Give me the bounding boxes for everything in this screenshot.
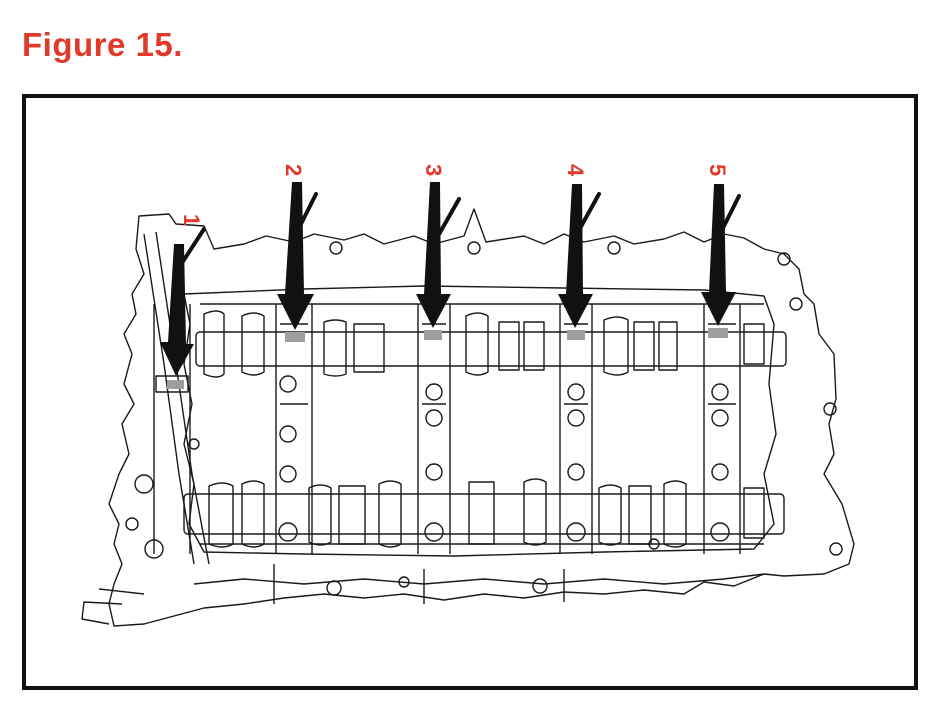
callout-4: 4 <box>563 164 588 177</box>
bearing-cap-4 <box>559 304 593 554</box>
lower-camshaft <box>183 478 785 548</box>
cap-marker-2 <box>285 332 305 342</box>
arrow-2 <box>277 182 314 330</box>
callout-3: 3 <box>421 164 446 176</box>
cap-marker-4 <box>567 330 585 340</box>
upper-camshaft <box>195 310 787 378</box>
bearing-cap-5 <box>703 304 741 554</box>
inner-gasket <box>183 285 777 557</box>
callout-2: 2 <box>281 164 306 176</box>
figure-title: Figure 15. <box>22 26 183 63</box>
cap-marker-5 <box>708 328 728 338</box>
arrow-5 <box>701 184 736 326</box>
cap-marker-1 <box>167 380 184 389</box>
pointer-arrows <box>160 182 736 376</box>
camshaft-housing-diagram: 1 2 3 4 5 <box>81 164 855 627</box>
cap-markers <box>167 328 728 389</box>
bolt-holes <box>125 241 843 596</box>
arrow-1 <box>160 244 194 376</box>
callout-1: 1 <box>179 214 204 226</box>
arrow-3 <box>416 182 451 328</box>
timing-chain-guide <box>143 231 210 565</box>
cap-marker-3 <box>424 330 442 340</box>
callout-5: 5 <box>705 164 730 176</box>
bearing-cap-3 <box>417 304 451 554</box>
housing-outline <box>108 208 855 627</box>
diagram-frame: 1 2 3 4 5 <box>22 94 918 690</box>
arrow-4 <box>558 184 593 328</box>
bearing-cap-2 <box>275 304 313 554</box>
